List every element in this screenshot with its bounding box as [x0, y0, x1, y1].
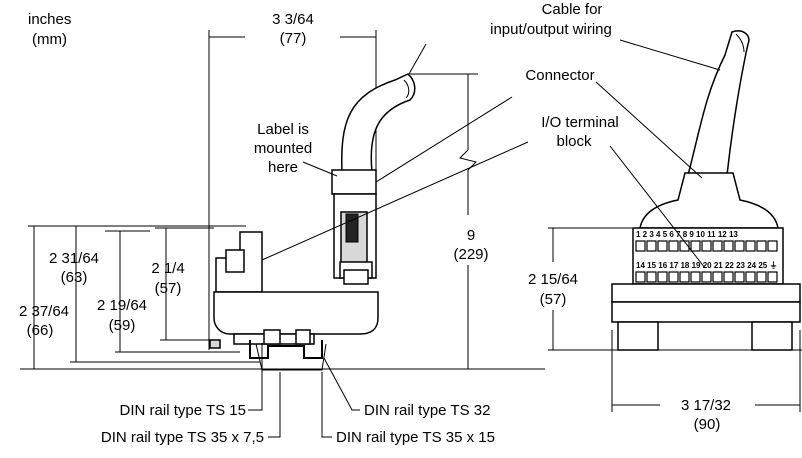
- terminal-bottom-row: 14 15 16 17 18 19 20 21 22 23 24 25 ⏚: [636, 261, 777, 270]
- width-mm: (77): [280, 30, 307, 47]
- terminal-screw: [712, 271, 723, 283]
- terminal-screw: [723, 271, 734, 283]
- terminal-screw: [756, 271, 767, 283]
- right-h-inch: 2 15/64: [528, 271, 578, 288]
- length-break: [459, 149, 477, 171]
- cable-left-end: [403, 79, 410, 99]
- leader-cable-right: [619, 39, 721, 71]
- rail-ts15-end: [209, 339, 221, 349]
- terminal-screw: [646, 271, 657, 283]
- rail-clip-1: [263, 329, 281, 345]
- baseplate-top: [611, 283, 801, 303]
- rail-ts35-75-label: DIN rail type TS 35 x 7,5: [101, 429, 264, 446]
- terminal-screw: [712, 240, 723, 252]
- h1-mm: (63): [61, 269, 88, 286]
- terminal-screw: [767, 240, 778, 252]
- leader-ts35-75: [268, 372, 281, 438]
- terminal-screw: [635, 240, 646, 252]
- terminal-screw: [657, 271, 668, 283]
- cable-left: [341, 73, 416, 173]
- h4-mm: (57): [155, 280, 182, 297]
- terminal-bottom-boxes: [635, 271, 778, 283]
- cable-right: [687, 30, 750, 176]
- rail-ts35-15: [255, 343, 327, 371]
- label-note-2: mounted: [254, 140, 312, 157]
- h2-inch: 2 37/64: [19, 303, 69, 320]
- h2-mm: (66): [27, 322, 54, 339]
- leader-ts32: [323, 357, 360, 411]
- units-label-1: inches: [28, 11, 71, 28]
- cable-right-end: [735, 33, 745, 53]
- baseplate-mid: [611, 301, 801, 323]
- h3-mm: (59): [109, 317, 136, 334]
- rail-ts15-label: DIN rail type TS 15: [120, 402, 246, 419]
- terminal-screw: [701, 240, 712, 252]
- connector-label: Connector: [525, 67, 594, 84]
- foot-left: [617, 321, 659, 351]
- units-label-2: (mm): [32, 31, 67, 48]
- rail-ts32-label: DIN rail type TS 32: [364, 402, 490, 419]
- leader-io-left: [261, 141, 529, 261]
- terminal-screw: [734, 240, 745, 252]
- terminal-screw: [767, 271, 778, 283]
- right-w-mm: (90): [694, 416, 721, 433]
- leader-cable-left: [408, 43, 427, 75]
- housing-left: [213, 291, 379, 335]
- leader-ts15: [248, 343, 263, 411]
- h3-inch: 2 19/64: [97, 297, 147, 314]
- label-note-3: here: [268, 159, 298, 176]
- rail-ts35: [249, 340, 323, 359]
- terminal-side-clip: [225, 249, 245, 273]
- terminal-screw: [668, 271, 679, 283]
- label-note-1: Label is: [257, 121, 309, 138]
- right-w-inch: 3 17/32: [681, 397, 731, 414]
- width-inch: 3 3/64: [272, 11, 314, 28]
- foot-right: [751, 321, 793, 351]
- right-h-mm: (57): [540, 291, 567, 308]
- h4-inch: 2 1/4: [151, 260, 184, 277]
- terminal-screw: [690, 271, 701, 283]
- terminal-screw: [756, 240, 767, 252]
- terminal-screw: [734, 271, 745, 283]
- length-mm: (229): [453, 246, 488, 263]
- io-label-1: I/O terminal: [541, 114, 619, 131]
- terminal-screw: [690, 240, 701, 252]
- cable-label-1: Cable for: [542, 1, 603, 18]
- terminal-screw: [646, 240, 657, 252]
- rail-ts35-15-label: DIN rail type TS 35 x 15: [336, 429, 495, 446]
- io-label-2: block: [556, 133, 592, 150]
- connector-front: [639, 172, 779, 229]
- leader-io-right: [609, 145, 706, 269]
- leader-connector: [375, 96, 513, 183]
- connector-nut: [343, 269, 369, 285]
- connector-top: [331, 169, 377, 195]
- length-inch: 9: [467, 227, 475, 244]
- cable-label-2: input/output wiring: [490, 21, 612, 38]
- terminal-screw: [745, 271, 756, 283]
- leader-label: [302, 161, 338, 177]
- terminal-screw: [679, 271, 690, 283]
- terminal-screw: [635, 271, 646, 283]
- terminal-screw: [745, 240, 756, 252]
- terminal-screw: [657, 240, 668, 252]
- terminal-screw: [701, 271, 712, 283]
- leader-connector-right: [595, 81, 703, 179]
- terminal-top-boxes: [635, 240, 778, 252]
- h1-inch: 2 31/64: [49, 250, 99, 267]
- rail-clip-2: [295, 329, 311, 345]
- terminal-top-row: 1 2 3 4 5 6 7 8 9 10 11 12 13: [636, 230, 738, 239]
- leader-ts35-15: [321, 372, 332, 438]
- terminal-screw: [668, 240, 679, 252]
- terminal-screw: [723, 240, 734, 252]
